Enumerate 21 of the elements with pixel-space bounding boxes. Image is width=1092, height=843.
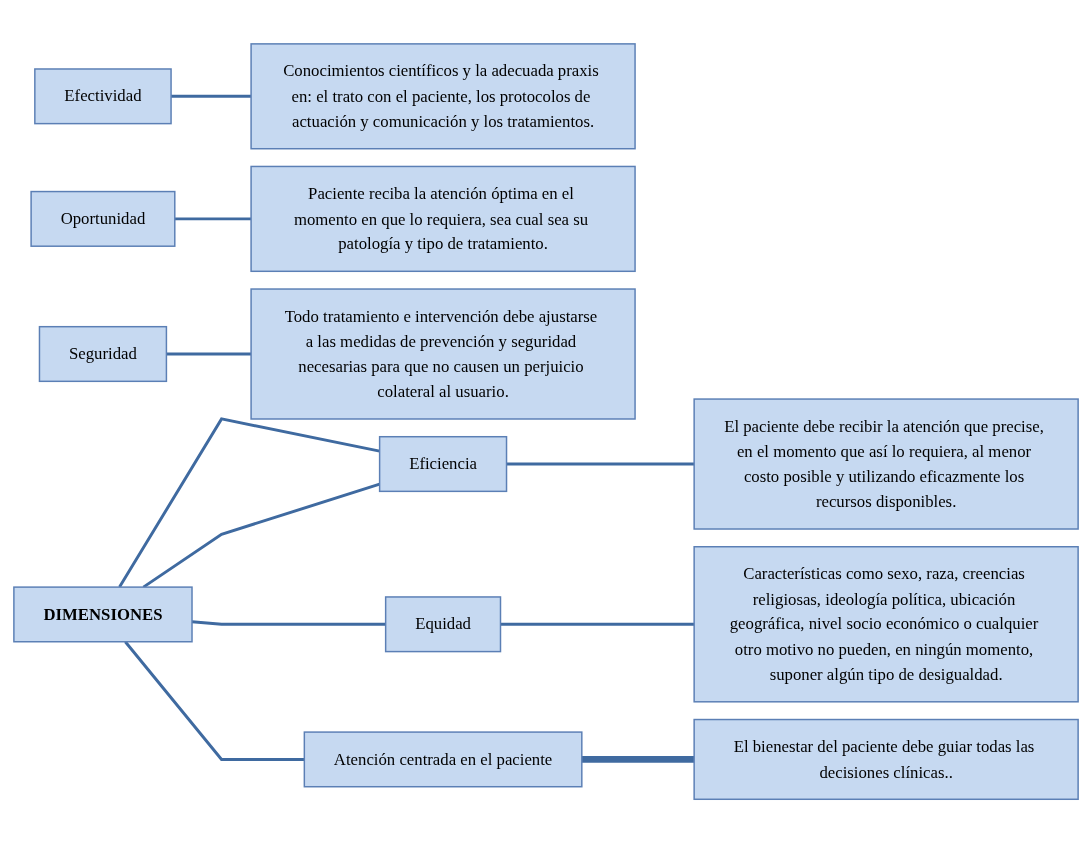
connector	[166, 352, 252, 356]
connector	[500, 622, 695, 626]
connector	[506, 462, 695, 466]
connector	[581, 755, 695, 763]
node-box: Seguridad	[38, 325, 168, 382]
node-box: Eficiencia	[378, 435, 508, 492]
connector	[171, 94, 252, 98]
node-box: Equidad	[384, 596, 502, 653]
node-box: Atención centrada en el paciente	[303, 731, 583, 788]
node-box: Conocimientos científicos y la adecuada praxis en: el trato con el paciente, los protocolos de actuación y comunicación y los tratamientos.	[250, 43, 636, 150]
connector	[174, 217, 252, 221]
node-box: Efectividad	[34, 68, 172, 125]
node-box: El paciente debe recibir la atención que precise, en el momento que así lo requiera, al menor costo posible y utilizando eficazmente los recursos disponibles.	[693, 398, 1079, 530]
connector	[118, 417, 380, 588]
node-box: Paciente reciba la atención óptima en el momento en que lo requiera, sea cual sea su patología y tipo de tratamiento.	[250, 165, 636, 272]
node-box: El bienestar del paciente debe guiar todas las decisiones clínicas..	[693, 718, 1079, 800]
node-box: Oportunidad	[30, 190, 176, 247]
node-box: DIMENSIONES	[13, 586, 193, 643]
node-box: Características como sexo, raza, creencias religiosas, ideología política, ubicación geográfica, nivel socio económico o cualquier otro motivo no pueden, en ningún momento, suponer algún tipo de desigualdad.	[693, 545, 1079, 703]
node-box: Todo tratamiento e intervención debe ajustarse a las medidas de prevención y seguridad necesarias para que no causen un perjuicio colateral al usuario.	[250, 288, 636, 420]
connector	[124, 640, 305, 761]
